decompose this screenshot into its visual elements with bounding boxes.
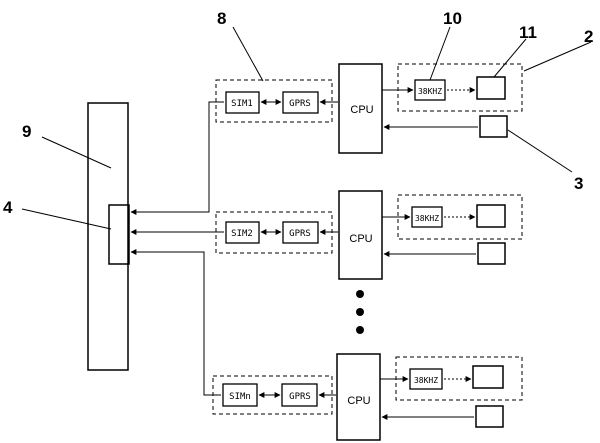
emitter-box-2 <box>476 204 506 228</box>
ref-number-3: 3 <box>574 174 583 193</box>
cpu-label-2: CPU <box>349 233 372 245</box>
sim-label-1: SIM1 <box>231 99 253 109</box>
gprs-box-n <box>281 383 318 407</box>
osc-label-2: 38KHZ <box>415 214 439 223</box>
leader-9 <box>41 136 112 169</box>
cpu-box-1 <box>338 63 383 154</box>
sim-server-link-n <box>130 249 221 396</box>
leader-11 <box>493 38 527 78</box>
leader-10 <box>429 26 451 81</box>
cpu-label-n: CPU <box>347 395 370 407</box>
sim-box-1 <box>225 91 260 114</box>
modem-group-1 <box>215 79 333 123</box>
ref-number-8: 8 <box>217 9 226 28</box>
gprs-label-2: GPRS <box>289 229 311 239</box>
leader-4 <box>21 208 112 230</box>
gprs-box-2 <box>282 221 319 244</box>
server-interface <box>108 204 130 265</box>
receiver-box-n <box>475 405 504 428</box>
gprs-box-1 <box>282 91 319 114</box>
ref-number-10: 10 <box>443 9 462 28</box>
leader-2 <box>523 41 592 72</box>
server-block <box>87 102 129 371</box>
osc-box-n <box>409 368 443 390</box>
gprs-label-n: GPRS <box>289 392 311 402</box>
osc-box-1 <box>414 79 446 101</box>
leader-8 <box>232 26 264 82</box>
cpu-box-2 <box>338 190 383 280</box>
sim-label-2: SIM2 <box>231 229 253 239</box>
ellipsis-dot-3 <box>356 326 364 334</box>
sim-server-link-1 <box>130 101 224 215</box>
osc-label-1: 38KHZ <box>418 87 442 96</box>
receiver-box-1 <box>479 115 508 138</box>
cpu-label-1: CPU <box>350 104 373 116</box>
ellipsis-dot-1 <box>356 290 364 298</box>
leader-3 <box>507 129 573 173</box>
cpu-box-n <box>336 353 381 441</box>
gprs-label-1: GPRS <box>289 99 311 109</box>
ellipsis-dot-2 <box>356 308 364 316</box>
ref-number-4: 4 <box>3 198 13 217</box>
emitter-box-n <box>472 365 504 389</box>
osc-box-2 <box>411 206 443 228</box>
receiver-box-2 <box>477 242 506 265</box>
emitter-box-1 <box>476 76 506 100</box>
osc-label-n: 38KHZ <box>414 376 438 385</box>
tx-group-1 <box>397 63 523 112</box>
sim-label-n: SIMn <box>229 392 251 402</box>
ref-number-9: 9 <box>22 122 31 141</box>
ref-number-2: 2 <box>584 27 593 46</box>
sim-box-n <box>222 383 258 407</box>
sim-box-2 <box>225 221 260 244</box>
ref-number-11: 11 <box>519 23 537 42</box>
